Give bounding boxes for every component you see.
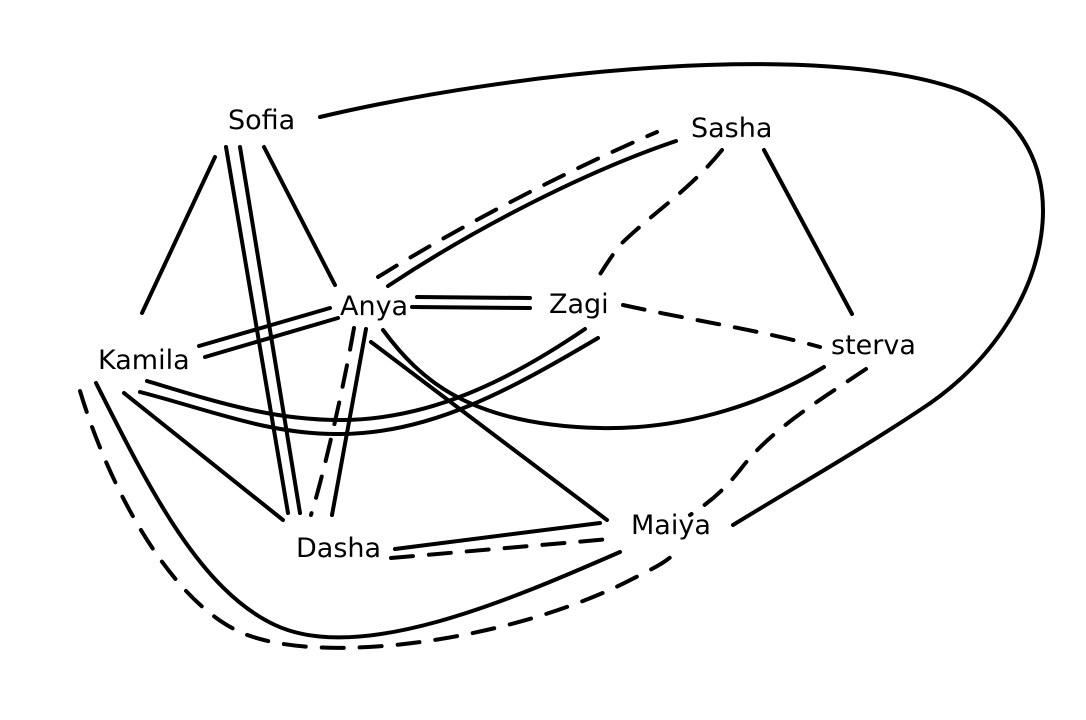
node-dasha: Dasha [296, 533, 381, 564]
edges-layer [78, 62, 1045, 650]
labels-layer: Sofia Sasha Anya Zagi Kamila sterva Dash… [98, 105, 916, 564]
edge-kamila-dasha-solid [122, 391, 285, 522]
node-anya: Anya [340, 291, 408, 322]
edge-anya-kamila-solid [203, 316, 340, 359]
node-zagi: Zagi [549, 289, 609, 320]
edge-anya-dasha-solid [330, 327, 368, 517]
node-kamila: Kamila [98, 345, 190, 376]
edge-dasha-maiya-dashed [389, 537, 612, 560]
edge-zagi-kamila-solid [138, 336, 600, 437]
edge-dasha-maiya-solid [393, 521, 602, 551]
edge-anya-dasha-dashed [309, 326, 356, 517]
edge-sasha-zagi-dashed [593, 148, 724, 284]
edge-anya-maiya-solid [369, 340, 609, 522]
edge-zagi-kamila-solid [145, 327, 587, 423]
edge-kamila-maiya-solid [94, 381, 622, 640]
edge-sofia-maiya-solid [318, 62, 1045, 527]
edge-anya-zagi-solid [415, 295, 532, 300]
edge-sofia-dasha-solid [238, 145, 302, 515]
edge-kamila-maiya-dashed [78, 389, 682, 650]
edge-sofia-anya-solid [262, 145, 337, 287]
node-maiya: Maiya [631, 510, 711, 541]
edge-anya-sterva-solid [381, 328, 826, 431]
node-sterva: sterva [831, 330, 916, 361]
edge-sasha-anya-solid [386, 139, 678, 288]
edge-zagi-sterva-dashed [621, 303, 822, 349]
edge-sasha-sterva-solid [762, 148, 854, 316]
node-sofia: Sofia [228, 105, 295, 136]
edge-sterva-maiya-dashed [688, 367, 868, 517]
edge-sofia-kamila-solid [140, 155, 217, 315]
edge-anya-zagi-solid [410, 305, 532, 310]
edge-sasha-anya-dashed [376, 130, 659, 279]
node-sasha: Sasha [691, 113, 772, 144]
edge-anya-kamila-solid [197, 306, 332, 348]
